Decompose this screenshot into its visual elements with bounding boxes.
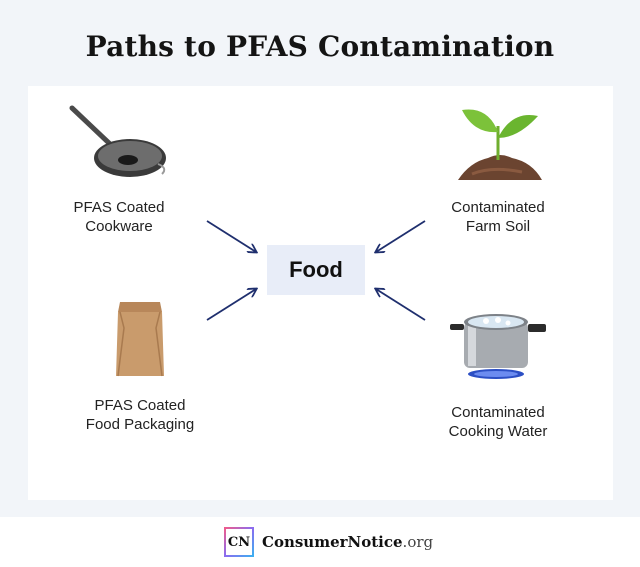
footer: CN ConsumerNotice.org [0, 517, 640, 567]
page-title: Paths to PFAS Contamination [85, 30, 555, 63]
boiling-pot-icon [450, 314, 546, 379]
brand-name: ConsumerNotice.org [262, 533, 434, 551]
arrow-cookware-to-food [206, 220, 256, 252]
food-node: Food [267, 245, 365, 295]
frying-pan-icon [69, 105, 166, 177]
label-farm-soil: Contaminated Farm Soil [451, 199, 545, 235]
label-cookware: PFAS Coated Cookware [73, 199, 165, 235]
arrow-packaging-to-food [206, 289, 256, 321]
sprout-in-soil-icon [458, 109, 542, 180]
label-food-packaging: PFAS Coated Food Packaging [85, 397, 195, 433]
arrow-soil-to-food [376, 220, 426, 252]
paper-bag-icon [116, 302, 164, 377]
label-cooking-water: Contaminated Cooking Water [448, 404, 548, 440]
arrow-water-to-food [376, 289, 426, 321]
brand-logo-mark: CN [224, 527, 254, 557]
